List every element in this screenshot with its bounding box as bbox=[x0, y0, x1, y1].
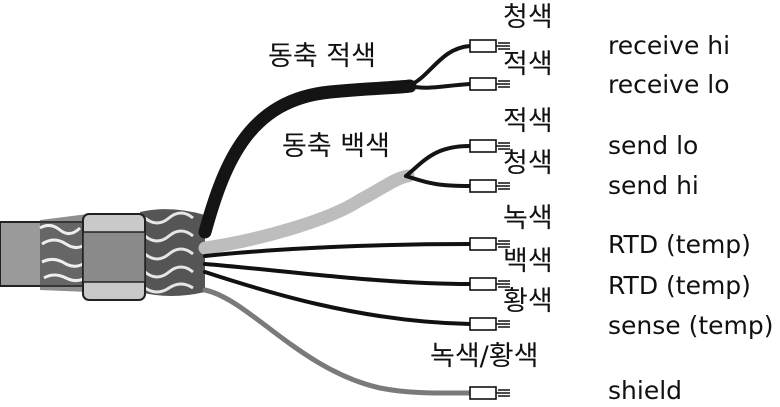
terminal-receive-hi bbox=[469, 39, 510, 53]
color-label-send-hi: 청색 bbox=[503, 148, 553, 179]
cable-jacket bbox=[0, 214, 91, 292]
signal-label-rtd-1: RTD (temp) bbox=[608, 230, 751, 259]
signal-label-shield: shield bbox=[608, 376, 683, 405]
wire-receive-lo bbox=[406, 82, 472, 90]
terminal-rtd-1 bbox=[469, 237, 510, 251]
coax-white-cable bbox=[198, 169, 415, 255]
color-label-sense: 황색 bbox=[503, 286, 553, 317]
wire-rtd-2 bbox=[203, 262, 472, 286]
wire-send-lo bbox=[404, 144, 472, 178]
terminal-rtd-2 bbox=[469, 277, 510, 291]
sleeve bbox=[82, 213, 146, 301]
color-label-send-lo: 적색 bbox=[503, 106, 553, 137]
color-label-shield: 녹색/황색 bbox=[430, 341, 539, 372]
terminals bbox=[469, 39, 510, 400]
wire-shield bbox=[202, 287, 473, 396]
signal-label-send-lo: send lo bbox=[608, 131, 699, 160]
signal-label-sense: sense (temp) bbox=[608, 311, 774, 340]
group-label-coax-white: 동축 백색 bbox=[282, 131, 390, 162]
wire-rtd-1 bbox=[203, 242, 472, 258]
braided-shield bbox=[140, 209, 205, 296]
terminal-send-hi bbox=[469, 179, 510, 193]
wires bbox=[198, 44, 473, 396]
wire-sense bbox=[203, 270, 472, 326]
terminal-receive-lo bbox=[469, 77, 510, 91]
signal-label-rtd-2: RTD (temp) bbox=[608, 271, 751, 300]
group-label-coax-red: 동축 적색 bbox=[268, 41, 376, 72]
signal-label-send-hi: send hi bbox=[608, 171, 699, 200]
wire-send-hi bbox=[404, 174, 472, 188]
terminal-shield bbox=[469, 386, 510, 400]
color-label-rtd-2: 백색 bbox=[503, 246, 553, 277]
wire-receive-hi bbox=[406, 44, 472, 88]
signal-label-receive-hi: receive hi bbox=[608, 31, 731, 60]
terminal-send-lo bbox=[469, 139, 510, 153]
terminal-sense bbox=[469, 317, 510, 331]
color-label-rtd-1: 녹색 bbox=[503, 203, 553, 234]
color-label-receive-lo: 적색 bbox=[503, 49, 553, 80]
signal-label-receive-lo: receive lo bbox=[608, 70, 730, 99]
color-label-receive-hi: 청색 bbox=[503, 2, 553, 33]
coax-red-cable bbox=[198, 79, 417, 239]
